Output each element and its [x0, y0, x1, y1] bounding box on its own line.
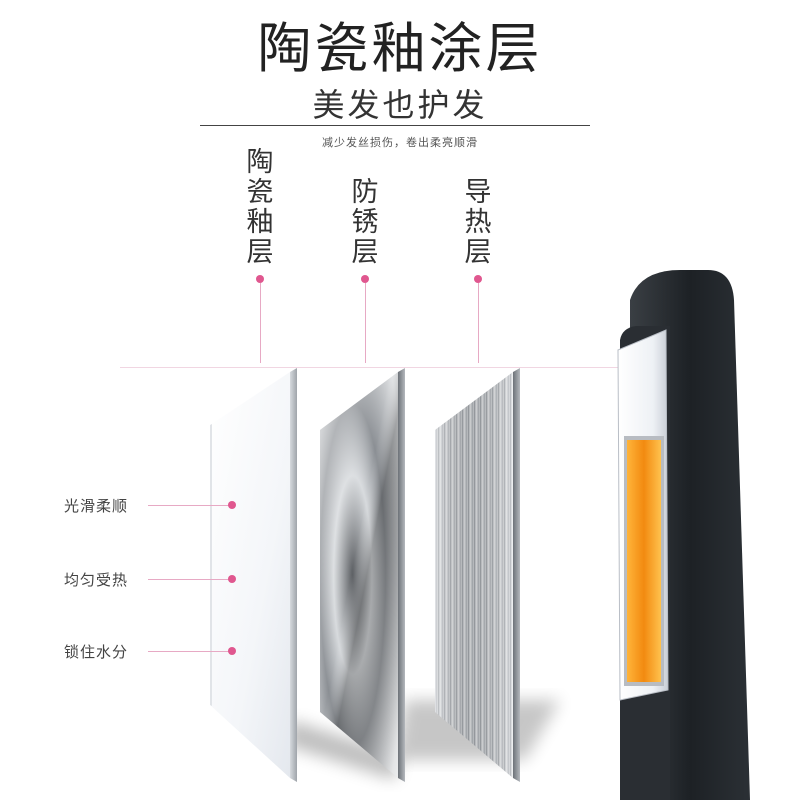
hair-iron-device	[617, 270, 750, 800]
ceramic-plate-edge	[290, 368, 297, 782]
heat-conduct-sheen	[435, 372, 513, 778]
layer-label-anti-rust: 防锈层	[351, 177, 379, 268]
layer-pin-dot	[361, 275, 369, 283]
ceramic-plate-side	[210, 424, 212, 706]
feature-pin-dot	[228, 575, 236, 583]
layer-pin-line	[260, 283, 261, 363]
layer-pin-dot	[474, 275, 482, 283]
header-divider	[200, 125, 590, 126]
feature-pin-dot	[228, 647, 236, 655]
page-subtitle: 美发也护发	[312, 86, 488, 124]
feature-pin-line	[148, 579, 230, 580]
heater-element	[627, 440, 661, 682]
layer-pin-line	[478, 283, 479, 363]
feature-pin-line	[148, 505, 230, 506]
layer-label-heat-conduct: 导热层	[464, 177, 492, 268]
anti-rust-sheen	[320, 372, 398, 778]
heat-conduct-plate-edge	[513, 368, 520, 782]
feature-pin-dot	[228, 501, 236, 509]
feature-label-even-heat: 均匀受热	[64, 571, 129, 589]
ceramic-plate	[210, 372, 290, 778]
feature-label-smooth: 光滑柔顺	[64, 497, 129, 515]
layer-label-ceramic: 陶瓷釉层	[246, 147, 274, 268]
anti-rust-plate-edge	[398, 368, 405, 782]
plate-shadow	[285, 720, 400, 780]
guide-line	[120, 367, 620, 368]
feature-pin-line	[148, 651, 230, 652]
layer-pin-line	[365, 283, 366, 363]
layer-pin-dot	[256, 275, 264, 283]
tagline: 减少发丝损伤，卷出柔亮顺滑	[322, 136, 478, 149]
page-title: 陶瓷釉涂层	[257, 17, 543, 80]
feature-label-lock-moisture: 锁住水分	[64, 643, 129, 661]
